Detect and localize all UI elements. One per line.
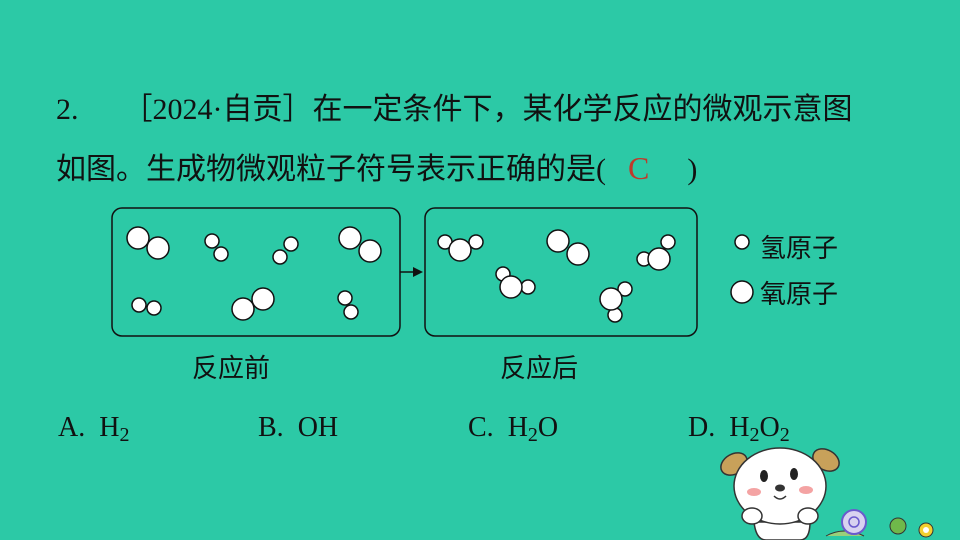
before-h2-molecule-4 xyxy=(337,290,359,320)
after-o2-molecule xyxy=(546,229,590,266)
option-a-sub: 2 xyxy=(119,424,130,446)
before-h2-molecule-3 xyxy=(131,297,162,316)
puppy-mascot-icon xyxy=(720,447,934,540)
question-line-1: 2. ［2024·自贡］在一定条件下，某化学反应的微观示意图 xyxy=(56,90,853,130)
before-h2-molecule-2 xyxy=(272,236,299,265)
question-text-1: 在一定条件下，某化学反应的微观示意图 xyxy=(312,92,853,127)
option-a-symbol: H xyxy=(99,412,120,443)
after-h2o-molecule-2 xyxy=(495,266,536,299)
option-c[interactable]: C. H2O xyxy=(468,412,558,447)
legend-oxygen-atom xyxy=(730,280,754,304)
option-b-letter: B. xyxy=(258,412,284,443)
option-d-symbol: H xyxy=(729,412,750,443)
option-d-rest: O xyxy=(759,412,780,443)
legend-oxygen-label: 氧原子 xyxy=(760,280,839,310)
paren-open: ( xyxy=(596,153,606,186)
before-o2-molecule-2 xyxy=(338,226,382,263)
option-c-rest: O xyxy=(537,412,559,443)
before-o2-molecule-1 xyxy=(126,226,170,260)
question-source: ［2024·自贡］ xyxy=(122,93,313,126)
caption-after: 反应后 xyxy=(500,354,579,384)
option-a-letter: A. xyxy=(58,412,86,443)
option-a[interactable]: A. H2 xyxy=(58,412,129,447)
paren-close: ) xyxy=(687,153,698,186)
option-c-sub: 2 xyxy=(527,424,538,446)
after-h2o-molecule-3 xyxy=(636,234,676,271)
reaction-arrow-head xyxy=(413,267,423,277)
question-text-2: 如图。生成物微观粒子符号表示正确的是 xyxy=(56,152,596,187)
legend-hydrogen-atom xyxy=(734,234,750,250)
after-h2o-molecule-1 xyxy=(437,234,484,262)
question-line-2: 如图。生成物微观粒子符号表示正确的是( C) xyxy=(56,148,697,190)
answer-mark: C xyxy=(628,150,650,186)
legend-hydrogen-label: 氢原子 xyxy=(760,234,839,264)
option-c-letter: C. xyxy=(468,412,494,443)
question-number: 2. xyxy=(56,93,79,126)
option-d-sub2: 2 xyxy=(779,424,790,446)
after-box xyxy=(424,207,698,337)
after-h2o-molecule-4 xyxy=(599,281,633,323)
caption-before: 反应前 xyxy=(192,354,271,384)
option-b[interactable]: B. OH xyxy=(258,412,338,444)
option-c-symbol: H xyxy=(507,412,528,443)
option-b-symbol: OH xyxy=(297,412,339,443)
option-d-letter: D. xyxy=(688,412,716,443)
option-d[interactable]: D.H2O2 xyxy=(688,412,790,447)
before-h2-molecule-1 xyxy=(204,233,229,262)
before-o2-molecule-3 xyxy=(231,287,275,321)
option-d-sub: 2 xyxy=(749,424,760,446)
